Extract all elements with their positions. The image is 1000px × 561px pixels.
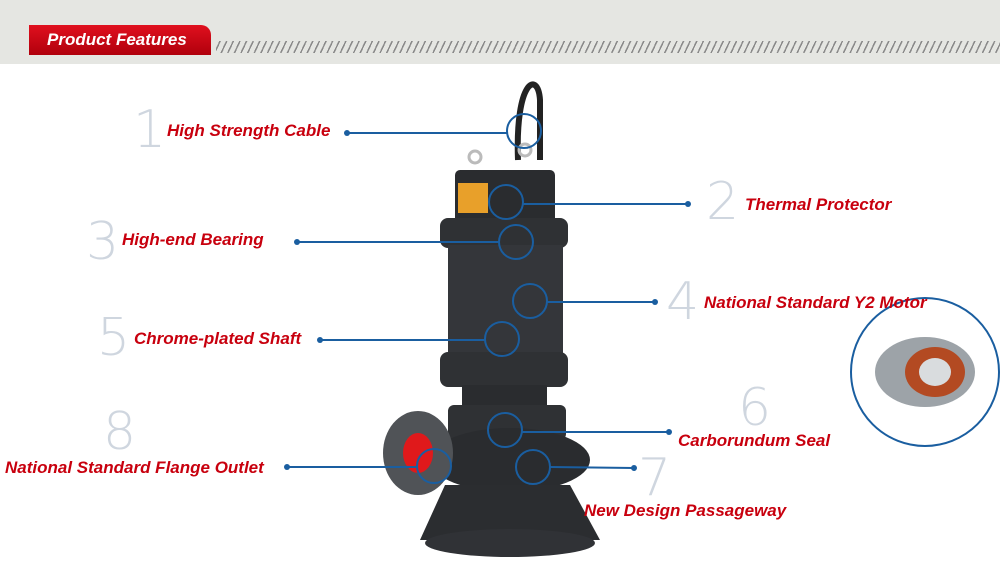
feature-label: National Standard Y2 Motor [704, 293, 927, 312]
callout-dots [284, 130, 691, 471]
feature-label: New Design Passageway [584, 501, 787, 520]
pump-image [383, 81, 600, 557]
feature-number: 6 [738, 378, 772, 438]
feature-number: 3 [86, 212, 120, 272]
feature-number: 5 [97, 308, 131, 368]
section-title: Product Features [47, 30, 187, 49]
feature-number: 4 [666, 272, 700, 332]
feature-label: Thermal Protector [745, 195, 892, 214]
motor-stator-photo [850, 297, 1000, 447]
hatch-divider [216, 41, 1000, 53]
feature-label: Carborundum Seal [678, 431, 831, 450]
callout-lines [287, 113, 688, 485]
section-tab: Product Features [29, 25, 211, 55]
feature-number: 1 [133, 100, 167, 160]
feature-label: High Strength Cable [167, 121, 331, 140]
feature-number: 8 [103, 402, 137, 462]
feature-label: Chrome-plated Shaft [134, 329, 302, 348]
feature-label: National Standard Flange Outlet [5, 458, 264, 477]
feature-label: High-end Bearing [122, 230, 264, 249]
feature-number: 7 [638, 448, 672, 508]
feature-number: 2 [706, 172, 740, 232]
